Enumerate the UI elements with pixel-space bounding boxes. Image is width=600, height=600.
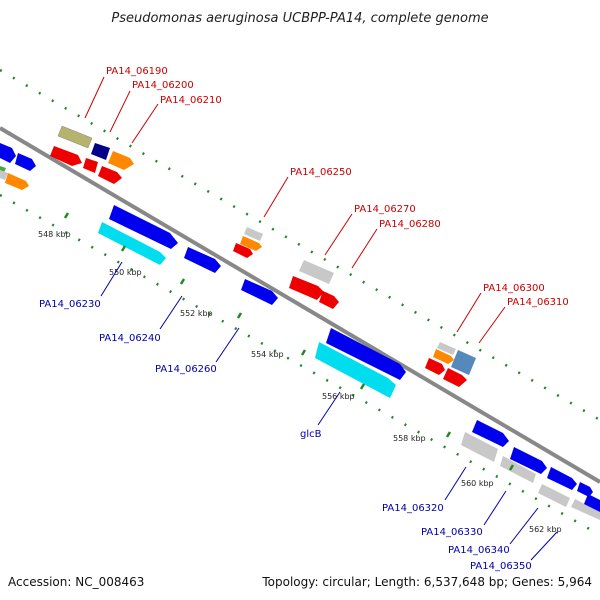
- gene-block-steel[interactable]: [451, 350, 476, 375]
- gene-arrow-cyan[interactable]: [315, 342, 396, 398]
- gene-block-gray[interactable]: [538, 484, 570, 507]
- tick-label: 562 kbp: [529, 525, 562, 534]
- gene-arrow-blue[interactable]: [109, 205, 178, 249]
- gene-label-top[interactable]: PA14_06310: [507, 297, 569, 308]
- gene-label-bottom[interactable]: PA14_06260: [155, 364, 217, 375]
- gene-block-gray[interactable]: [461, 432, 498, 462]
- gene-arrow-blue[interactable]: [15, 153, 36, 171]
- gene-arrow-blue[interactable]: [326, 328, 406, 380]
- gene-label-bottom[interactable]: PA14_06340: [448, 545, 510, 556]
- gene-arrow-blue[interactable]: [547, 467, 577, 490]
- gene-arrow-blue[interactable]: [510, 447, 547, 474]
- tick-label: 550 kbp: [109, 268, 142, 277]
- gene-label-top[interactable]: PA14_06300: [483, 283, 545, 294]
- gene-arrow-red[interactable]: [289, 276, 324, 300]
- gene-block-gray[interactable]: [299, 260, 334, 284]
- gene-label-top[interactable]: PA14_06250: [290, 167, 352, 178]
- gene-arrow-cyan[interactable]: [98, 222, 166, 265]
- tick-label: 556 kbp: [322, 392, 355, 401]
- gene-block-navy[interactable]: [91, 143, 110, 160]
- gene-arrow-red[interactable]: [443, 368, 467, 387]
- tick-marks: [63, 212, 515, 471]
- gene-arrow-blue[interactable]: [584, 494, 600, 512]
- outer-dotted-track: [0, 68, 600, 422]
- genome-backbone: [0, 126, 600, 484]
- gene-label-bottom[interactable]: PA14_06240: [99, 333, 161, 344]
- gene-arrow-orange[interactable]: [5, 173, 29, 190]
- gene-label-top[interactable]: PA14_06270: [354, 204, 416, 215]
- gene-arrow-blue[interactable]: [241, 279, 278, 305]
- gene-arrow-orange[interactable]: [240, 236, 262, 251]
- tick-label: 554 kbp: [251, 350, 284, 359]
- accession-text: Accession: NC_008463: [8, 575, 144, 589]
- top-leader-lines: [84, 76, 506, 344]
- gene-label-bottom[interactable]: PA14_06320: [382, 503, 444, 514]
- gene-label-top[interactable]: PA14_06210: [160, 95, 222, 106]
- gene-arrow-orange[interactable]: [433, 349, 454, 364]
- tick-label: 558 kbp: [393, 434, 426, 443]
- gene-arrow-red[interactable]: [425, 358, 445, 375]
- gene-block-gray[interactable]: [500, 456, 536, 483]
- tick-label: 560 kbp: [461, 479, 494, 488]
- page-title: Pseudomonas aeruginosa UCBPP-PA14, compl…: [111, 11, 488, 26]
- gene-arrow-blue[interactable]: [0, 143, 16, 163]
- gene-arrow-red[interactable]: [98, 166, 122, 184]
- gene-label-top[interactable]: PA14_06190: [106, 66, 168, 77]
- gene-block-gray[interactable]: [244, 227, 263, 241]
- bottom-leader-lines: [100, 261, 558, 561]
- gene-block-gray[interactable]: [0, 170, 8, 180]
- gene-block-gray[interactable]: [437, 342, 456, 355]
- gene-block-gray[interactable]: [571, 499, 600, 520]
- gene-label-bottom[interactable]: glcB: [300, 429, 322, 440]
- gene-arrow-red[interactable]: [83, 158, 98, 173]
- topology-text: Topology: circular; Length: 6,537,648 bp…: [261, 575, 592, 589]
- tick-label: 548 kbp: [38, 230, 71, 239]
- inner-dotted-track: [0, 193, 600, 537]
- gene-arrow-red[interactable]: [233, 243, 253, 258]
- gene-label-bottom[interactable]: PA14_06330: [421, 527, 483, 538]
- gene-label-top[interactable]: PA14_06200: [132, 80, 194, 91]
- gene-arrow-red[interactable]: [319, 291, 339, 309]
- gene-arrow-red[interactable]: [50, 146, 82, 166]
- gene-arrow-blue[interactable]: [184, 247, 221, 273]
- tick-label: 552 kbp: [180, 309, 213, 318]
- gene-label-top[interactable]: PA14_06280: [379, 219, 441, 230]
- gene-arrow-blue[interactable]: [472, 420, 509, 447]
- gene-block-olive[interactable]: [57, 125, 93, 149]
- gene-arrow-orange[interactable]: [108, 151, 134, 170]
- gene-arrow-blue[interactable]: [577, 482, 593, 497]
- gene-label-bottom[interactable]: PA14_06350: [470, 561, 532, 572]
- gene-label-bottom[interactable]: PA14_06230: [39, 299, 101, 310]
